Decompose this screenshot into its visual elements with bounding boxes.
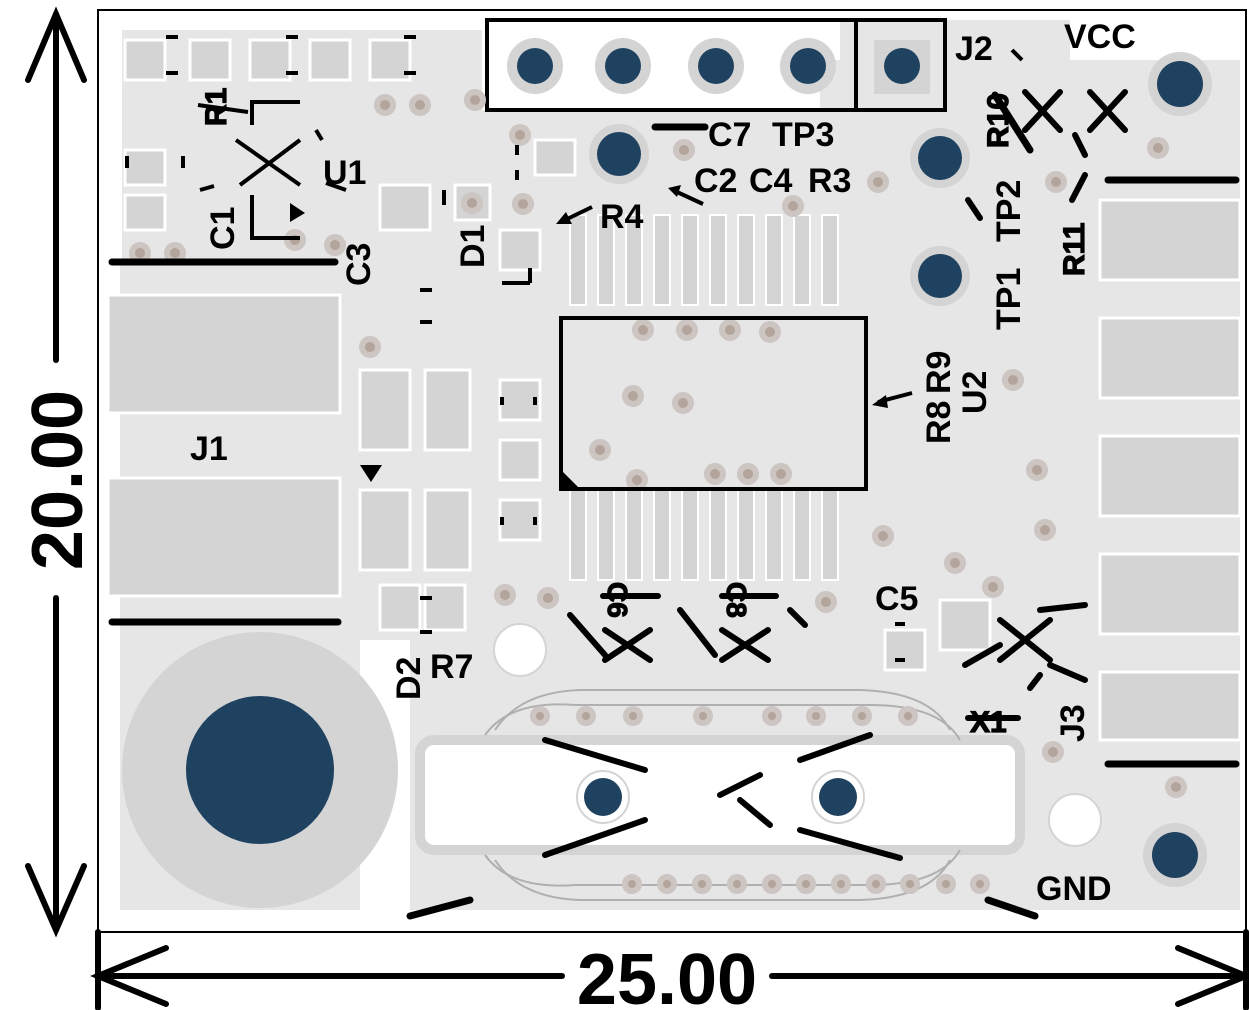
component-labels: VCC J2 R10 C7 TP3 C2 C4 R3 R4 R1 U1 C1 C… <box>190 18 1136 908</box>
label-x1: X1 <box>970 706 1007 739</box>
j3-pads <box>1098 198 1242 742</box>
label-u1: U1 <box>323 154 366 192</box>
label-c5: C5 <box>875 580 918 618</box>
vias <box>129 89 1187 894</box>
dimension-height <box>25 6 87 938</box>
label-r9: R9 <box>920 351 958 394</box>
label-r4: R4 <box>600 198 644 236</box>
header-j2 <box>485 18 947 112</box>
j1-pads <box>106 293 342 598</box>
label-c2: C2 <box>694 162 737 200</box>
label-r7: R7 <box>430 648 473 686</box>
label-d1: D1 <box>454 225 492 268</box>
u1-pin1-marker <box>290 203 305 222</box>
u2-pin-pads <box>569 214 839 581</box>
silkscreen-bars <box>108 91 1240 920</box>
arrow-c2 <box>668 185 681 197</box>
label-tp3: TP3 <box>772 116 834 154</box>
u1-outline <box>197 100 347 240</box>
label-gnd: GND <box>1036 870 1112 908</box>
label-c3: C3 <box>340 243 378 286</box>
d1-outline <box>502 268 532 285</box>
smd-pads <box>123 38 992 672</box>
label-j1: J1 <box>190 430 228 468</box>
label-r10: R10 <box>982 93 1015 148</box>
u2-outline <box>559 316 913 491</box>
pointer-arrows <box>564 190 704 222</box>
test-points <box>576 52 1212 887</box>
pad-markers <box>125 35 1024 662</box>
label-vcc: VCC <box>1064 18 1136 56</box>
label-j2: J2 <box>955 30 993 68</box>
label-j3: J3 <box>1054 704 1092 742</box>
dimension-width-value: 25.00 <box>577 940 757 1010</box>
dimension-height-value: 20.00 <box>18 390 98 570</box>
label-r3: R3 <box>808 162 851 200</box>
label-r11: R11 <box>1058 223 1091 276</box>
j1-mount-area <box>122 632 398 908</box>
cross-marks <box>542 89 1128 861</box>
label-d2: D2 <box>390 657 428 700</box>
label-c7: C7 <box>708 116 751 154</box>
d2-marker <box>360 465 382 482</box>
label-u2: U2 <box>956 371 994 414</box>
label-tp2: TP2 <box>990 180 1028 242</box>
label-c6: C6 <box>602 582 633 618</box>
label-c4: C4 <box>749 162 793 200</box>
arrow-r4 <box>556 212 572 224</box>
label-c1: C1 <box>204 207 242 250</box>
fiducials <box>493 623 1102 847</box>
label-tp1: TP1 <box>990 268 1028 330</box>
label-r8: R8 <box>920 401 958 444</box>
label-c8: C8 <box>721 582 752 618</box>
dimension-width <box>90 929 1249 1010</box>
label-r1: R1 <box>200 88 233 126</box>
